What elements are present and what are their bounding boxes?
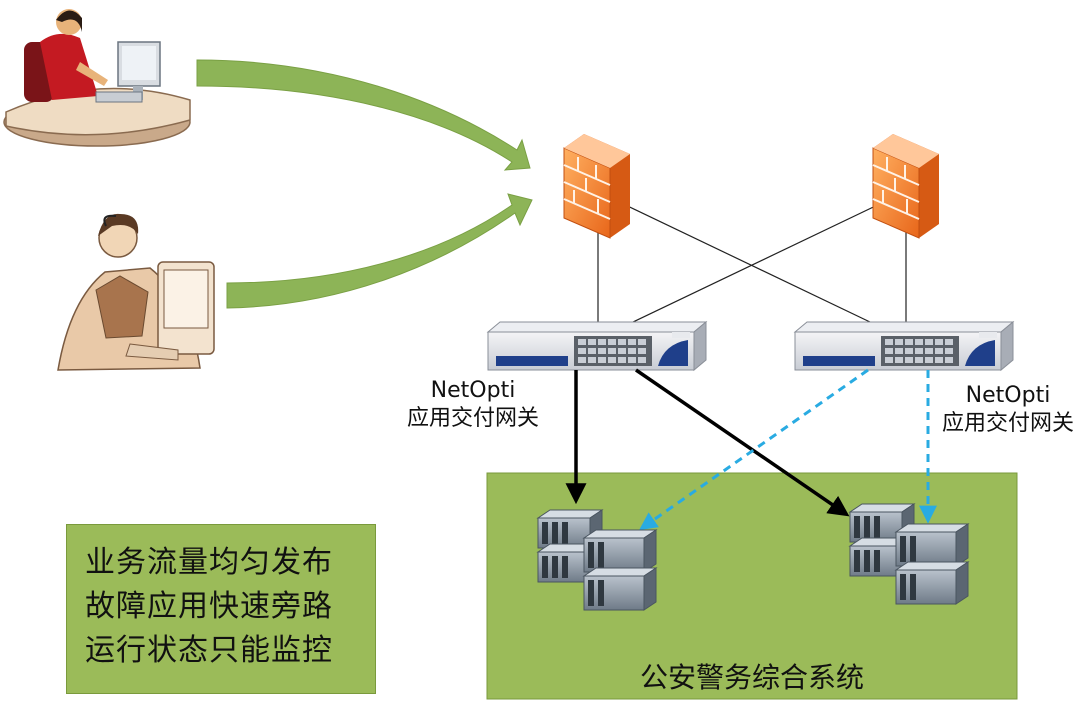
- gateway-label-left: NetOpti 应用交付网关: [398, 377, 548, 433]
- gateway-subtitle: 应用交付网关: [941, 411, 1074, 436]
- system-label: 公安警务综合系统: [639, 661, 864, 694]
- user-man-icon: [57, 213, 215, 371]
- feature-item: 运行状态只能监控: [85, 633, 333, 668]
- gateway-device-icon: [793, 320, 1015, 372]
- gateway-name: NetOpti: [430, 378, 516, 403]
- server-cluster-icon: [536, 509, 658, 611]
- gateway-label-right: NetOpti 应用交付网关: [934, 382, 1082, 438]
- feature-item: 故障应用快速旁路: [85, 589, 333, 624]
- firewall-icon: [563, 134, 630, 239]
- gateway-name: NetOpti: [965, 383, 1051, 408]
- user-traffic-arrow-bottom: [226, 193, 533, 309]
- user-traffic-arrow-top: [196, 59, 531, 171]
- active-paths: [565, 368, 850, 517]
- firewall-icon: [872, 134, 939, 239]
- backup-paths: [639, 368, 937, 531]
- gateway-device-icon: [486, 320, 708, 372]
- server-cluster-icon: [848, 503, 970, 605]
- gateway-subtitle: 应用交付网关: [406, 406, 539, 431]
- link-lines: [597, 199, 907, 326]
- user-woman-icon: [3, 9, 191, 147]
- features-box: 业务流量均匀发布 故障应用快速旁路 运行状态只能监控: [66, 524, 376, 694]
- feature-item: 业务流量均匀发布: [85, 545, 333, 580]
